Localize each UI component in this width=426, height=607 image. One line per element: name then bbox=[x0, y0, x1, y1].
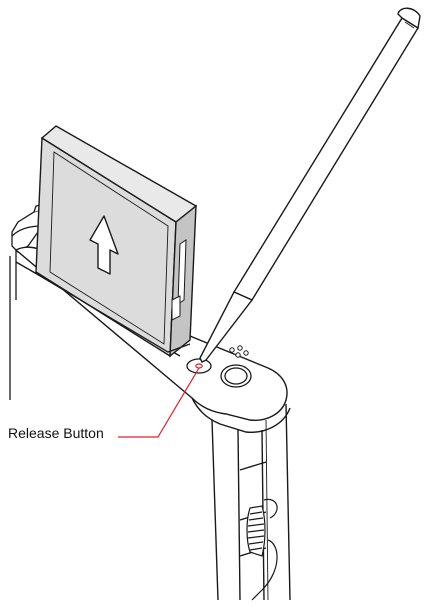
device-left-edge bbox=[9, 250, 17, 400]
power-button-icon[interactable] bbox=[220, 364, 252, 388]
release-button-label: Release Button bbox=[8, 425, 104, 441]
callout-leader bbox=[118, 367, 200, 438]
release-button-icon[interactable] bbox=[186, 358, 212, 374]
up-arrow-icon bbox=[89, 215, 119, 275]
side-wheel bbox=[246, 498, 278, 601]
speaker-holes bbox=[229, 345, 249, 358]
battery-slot bbox=[29, 269, 191, 353]
stylus bbox=[199, 7, 421, 363]
